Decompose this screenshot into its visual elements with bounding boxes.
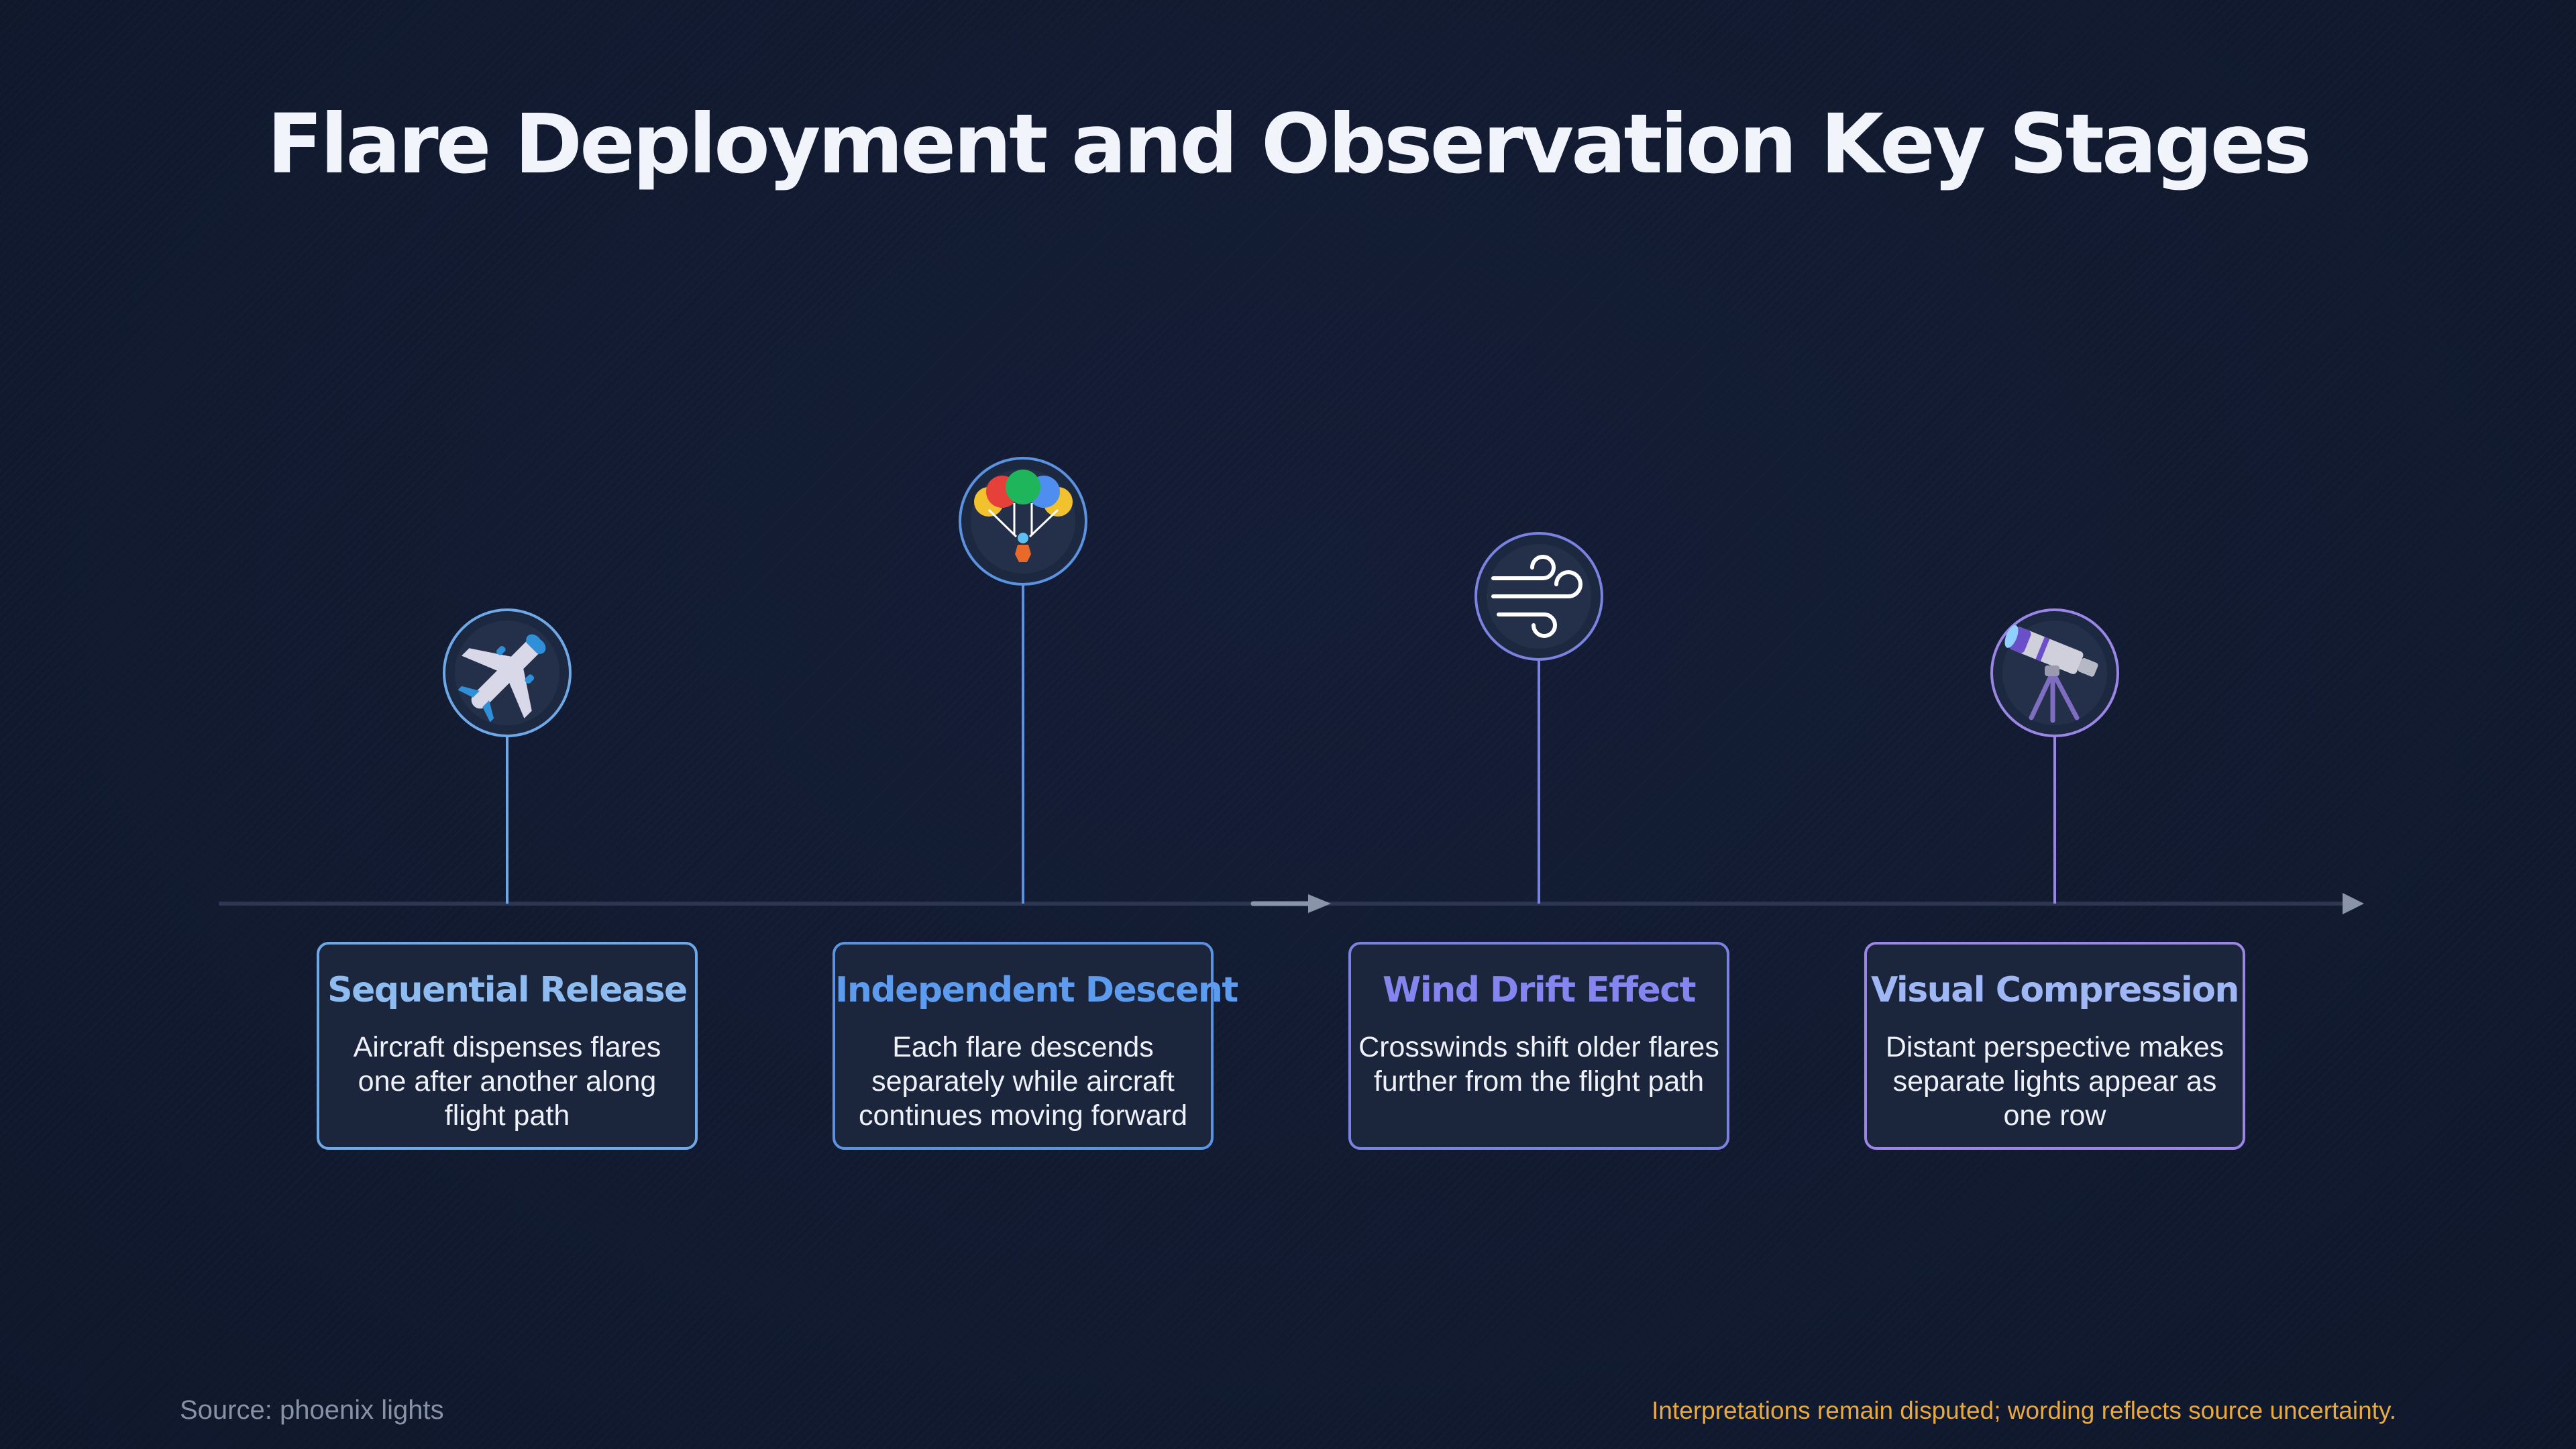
airplane-icon [443,608,572,737]
stage-card-title: Sequential Release [327,970,688,1010]
page-title: Flare Deployment and Observation Key Sta… [267,97,2312,192]
wind-icon [1474,532,1603,661]
stage-card-description: Aircraft dispenses flares one after anot… [353,1031,661,1132]
stage-card-title: Wind Drift Effect [1383,970,1696,1010]
stage-card-description: Each flare descends separately while air… [859,1031,1187,1132]
direction-arrow [1250,894,1331,913]
source-caption: Source: phoenix lights [180,1395,444,1425]
timeline-end-arrow [2343,893,2364,914]
stage-card-3: Wind Drift Effect Crosswinds shift older… [1348,942,1729,1150]
stage-card-title: Independent Descent [835,970,1238,1010]
stage-card-title: Visual Compression [1871,970,2239,1010]
telescope-icon [1990,608,2119,737]
stage-card-description: Crosswinds shift older flares further fr… [1358,1031,1719,1097]
stage-card-4: Visual Compression Distant perspective m… [1864,942,2245,1150]
stage-card-1: Sequential Release Aircraft dispenses fl… [317,942,698,1150]
stage-card-description: Distant perspective makes separate light… [1885,1031,2224,1132]
uncertainty-note: Interpretations remain disputed; wording… [1652,1397,2396,1424]
stage-card-2: Independent Descent Each flare descends … [833,942,1238,1150]
parachute-icon [959,457,1087,586]
